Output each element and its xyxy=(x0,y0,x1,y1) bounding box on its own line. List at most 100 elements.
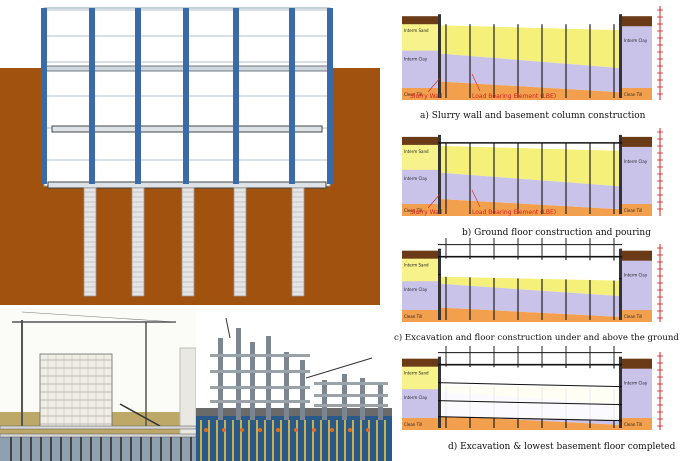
label-interm-clay-right: Interm Clay xyxy=(624,159,648,164)
pile xyxy=(10,437,12,461)
right-soil-column xyxy=(622,140,652,216)
label-slurry-wall: Slurry Wall xyxy=(410,209,442,216)
clay-layer xyxy=(402,169,622,210)
excavation xyxy=(0,436,196,461)
pile xyxy=(180,437,182,461)
pile xyxy=(20,437,22,461)
column xyxy=(236,328,241,420)
pile xyxy=(288,420,290,461)
till-layer xyxy=(402,413,622,430)
floor-beam xyxy=(314,404,388,407)
stage-c-caption: c) Excavation and floor construction und… xyxy=(394,333,680,343)
right-till xyxy=(622,204,652,216)
site-marker xyxy=(366,428,370,432)
till-layer xyxy=(402,305,622,322)
label-interm-clay: Interm Clay xyxy=(404,57,428,62)
pile xyxy=(352,420,354,461)
left-topsoil xyxy=(402,136,438,145)
pile xyxy=(232,420,234,461)
label-interm-sand: Interm Sand xyxy=(404,263,429,268)
right-topsoil xyxy=(622,250,652,261)
pile xyxy=(160,437,162,461)
label-clean-till: Clean Till xyxy=(404,314,422,319)
pile xyxy=(170,437,172,461)
crane-boom xyxy=(305,357,373,379)
building-column xyxy=(233,8,239,184)
building-column xyxy=(89,8,95,184)
building-mass xyxy=(39,353,113,429)
pile xyxy=(150,437,152,461)
slurry-wall-leader xyxy=(427,193,441,209)
right-till xyxy=(622,310,652,322)
floor-beam xyxy=(314,394,388,397)
floor-beam xyxy=(314,382,388,385)
left-topsoil xyxy=(402,16,438,25)
pile xyxy=(100,437,102,461)
pile xyxy=(336,420,338,461)
pile xyxy=(256,420,258,461)
site-marker xyxy=(276,428,280,432)
basement-pit xyxy=(196,414,392,461)
site-marker xyxy=(258,428,262,432)
clay-layer xyxy=(402,50,622,93)
site-marker xyxy=(330,428,334,432)
label-clean-till-right: Clean Till xyxy=(624,422,642,427)
pile xyxy=(90,437,92,461)
mast xyxy=(225,317,231,339)
slurry-wall-left xyxy=(438,356,441,428)
stage-b-caption: b) Ground floor construction and pouring xyxy=(462,228,651,238)
left-topsoil xyxy=(402,250,438,259)
label-clean-till: Clean Till xyxy=(404,422,422,427)
label-clean-till-right: Clean Till xyxy=(624,314,642,319)
site-marker xyxy=(240,428,244,432)
pile xyxy=(200,420,202,461)
building-column xyxy=(135,8,141,184)
basement-slab xyxy=(0,433,196,438)
stage-a-caption: a) Slurry wall and basement column const… xyxy=(420,111,646,121)
slurry-wall-left xyxy=(438,14,441,99)
building-column xyxy=(183,8,189,184)
pile xyxy=(110,437,112,461)
sand-layer xyxy=(402,24,622,69)
label-slurry-wall: Slurry Wall xyxy=(410,93,442,100)
left-sand-column xyxy=(402,362,438,390)
pile xyxy=(328,420,330,461)
label-lbe: Load Bearing Element (LBE) xyxy=(472,93,556,100)
label-interm-clay: Interm Clay xyxy=(404,287,428,292)
right-till xyxy=(622,418,652,430)
pile xyxy=(344,420,346,461)
column xyxy=(300,360,305,420)
pile xyxy=(140,437,142,461)
left-sand-column xyxy=(402,140,438,170)
label-clean-till: Clean Till xyxy=(404,92,422,97)
right-topsoil xyxy=(622,136,652,147)
label-interm-sand: Interm Sand xyxy=(404,371,429,376)
concrete-boom xyxy=(119,403,161,427)
pile xyxy=(60,437,62,461)
right-topsoil xyxy=(622,16,652,27)
label-interm-clay: Interm Clay xyxy=(404,176,428,181)
pile xyxy=(272,420,274,461)
pile xyxy=(360,420,362,461)
sand-layer xyxy=(402,144,622,187)
till-layer xyxy=(402,196,622,216)
3d-structure-render xyxy=(196,308,392,461)
crane-tie xyxy=(21,311,177,323)
building-column xyxy=(289,8,295,184)
basement-floor xyxy=(437,416,623,422)
slurry-wall-right xyxy=(619,248,622,320)
pile xyxy=(296,420,298,461)
site-marker xyxy=(204,428,208,432)
left-topsoil xyxy=(402,358,438,367)
left-sand-column xyxy=(402,20,438,51)
pile xyxy=(240,420,242,461)
pile xyxy=(280,420,282,461)
basement-floor xyxy=(437,382,623,388)
pile xyxy=(264,420,266,461)
